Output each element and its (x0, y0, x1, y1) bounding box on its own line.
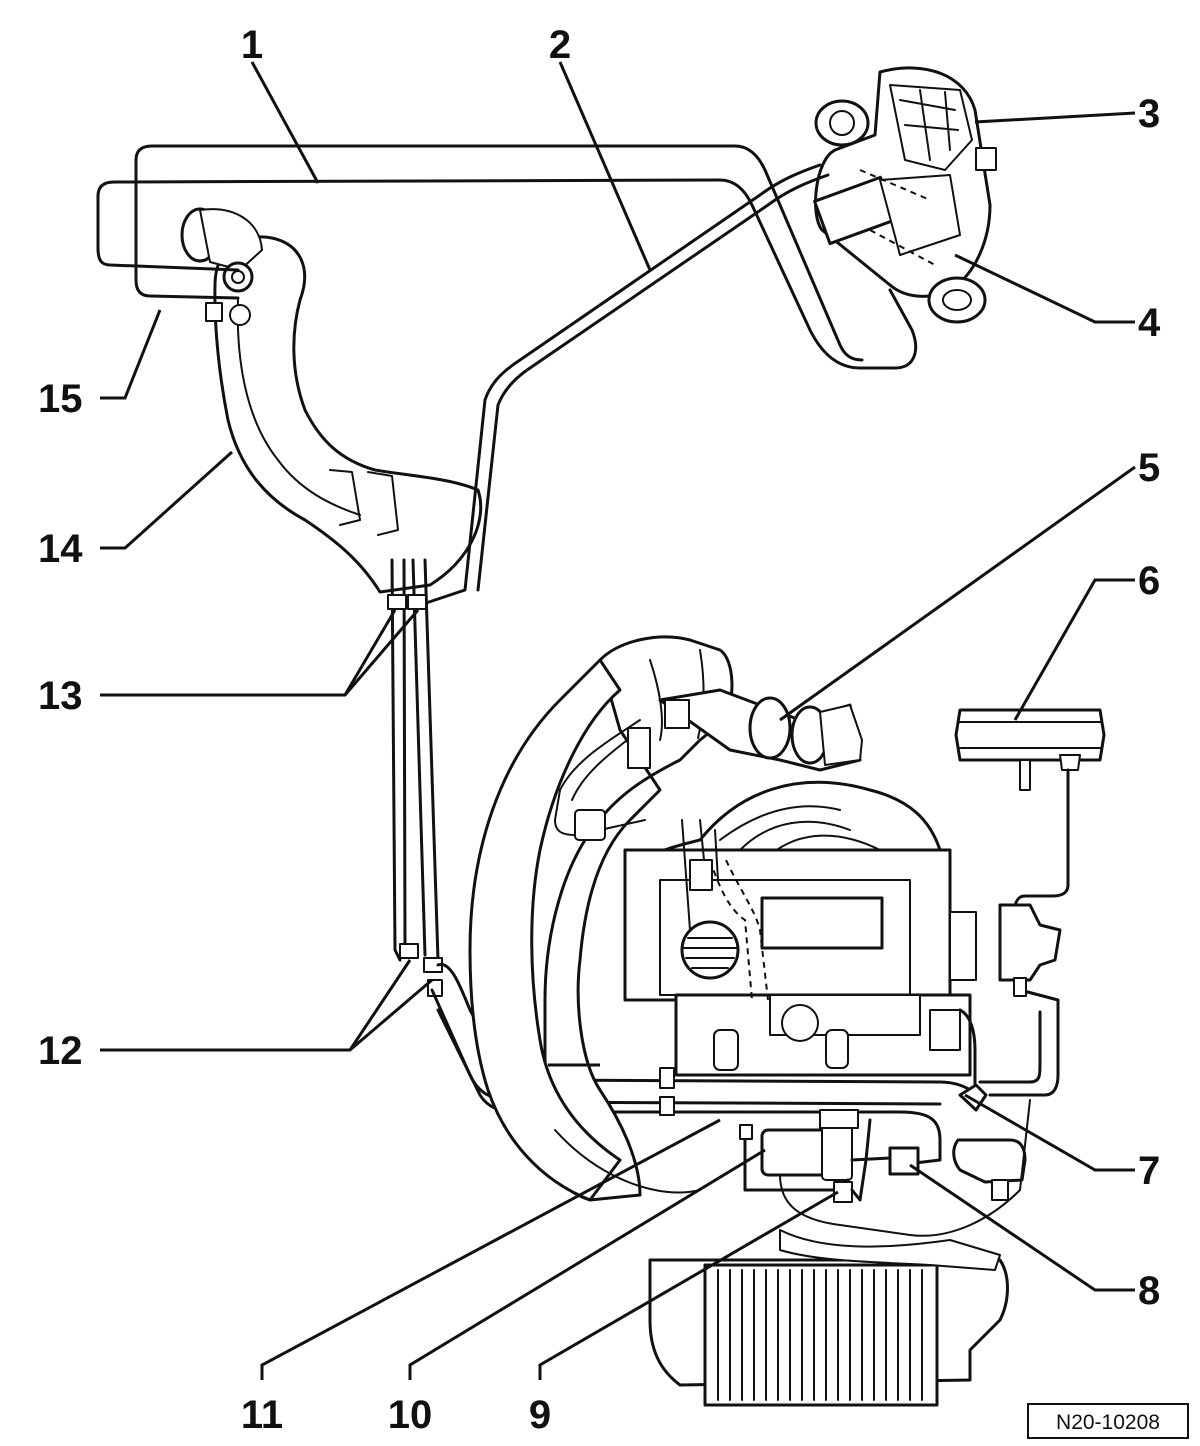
engine-block (623, 780, 977, 1077)
hose-connector-13b (407, 594, 427, 610)
callout-9: 9 (529, 1393, 551, 1437)
check-valve (998, 903, 1062, 982)
hose-connector-13a (387, 594, 407, 610)
callout-11: 11 (241, 1393, 283, 1437)
callout-12: 12 (38, 1029, 83, 1073)
solenoid-canister (952, 1138, 1027, 1184)
sensor-harness (554, 719, 651, 841)
vacuum-reservoir (954, 708, 1106, 997)
callout-7: 7 (1138, 1149, 1160, 1193)
oil-filler-cap (680, 920, 740, 980)
vacuum-fitting (205, 302, 223, 322)
valve-assembly (813, 66, 997, 324)
leader-lines (100, 61, 1136, 1380)
callout-4: 4 (1138, 301, 1161, 345)
hose-connector-8 (888, 1146, 920, 1176)
outlet-coupling (748, 696, 792, 760)
inlet-hose-elbow (180, 207, 483, 594)
vacuum-reservoir-body (954, 708, 1106, 762)
electrical-connector (975, 147, 997, 171)
turbo-outlet (658, 688, 863, 772)
vacuum-hose-1 (96, 144, 918, 370)
reference-id-box: N20-10208 (1027, 1403, 1189, 1439)
callout-10: 10 (388, 1393, 433, 1437)
intercooler-core (703, 1263, 939, 1407)
intercooler (648, 1229, 1009, 1407)
callout-labels: 1 2 3 4 5 6 7 8 9 10 11 12 13 14 15 (38, 23, 1161, 1437)
sensor-body (627, 727, 651, 769)
callout-6: 6 (1138, 559, 1160, 603)
callout-3: 3 (1138, 92, 1160, 136)
reference-id-text: N20-10208 (1056, 1411, 1160, 1434)
callout-1: 1 (241, 23, 263, 67)
hose-connector-12a (399, 943, 419, 959)
callout-8: 8 (1138, 1269, 1160, 1313)
sensor-plug (574, 809, 606, 841)
callout-5: 5 (1138, 446, 1160, 490)
engine-label-plate (760, 896, 884, 950)
callout-2: 2 (549, 23, 571, 67)
vertical-vacuum-lines (387, 558, 443, 997)
callout-15: 15 (38, 377, 83, 421)
callout-14: 14 (38, 527, 83, 571)
vacuum-hose-2 (418, 163, 830, 607)
callout-13: 13 (38, 674, 83, 718)
engine-side-bracket (949, 911, 977, 981)
